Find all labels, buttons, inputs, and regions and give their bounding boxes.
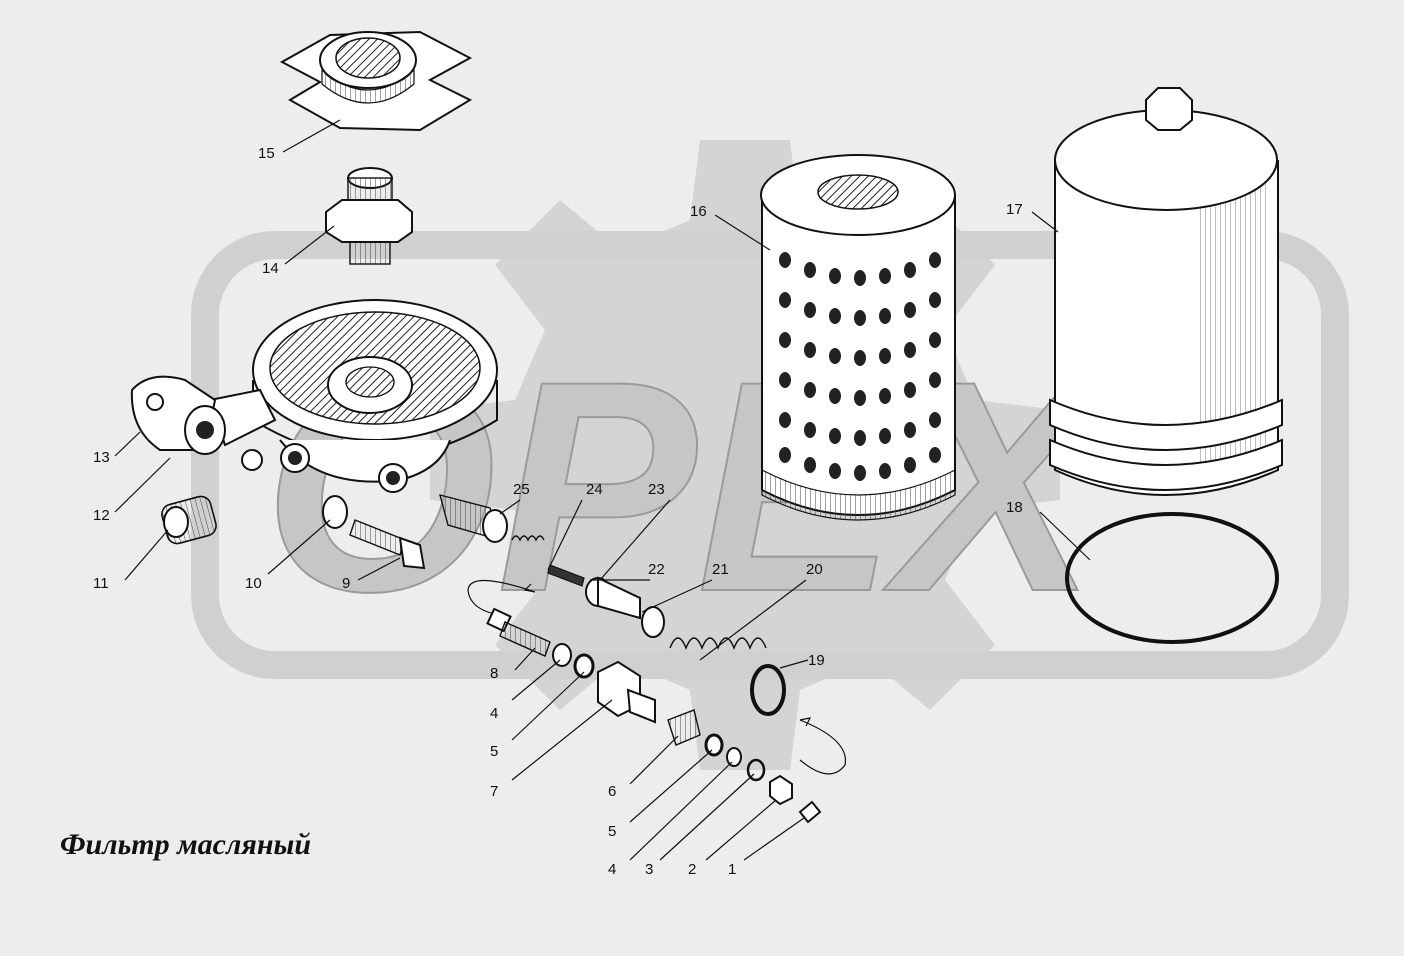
callout-19: 19 — [808, 652, 825, 669]
callout-18: 18 — [1006, 499, 1023, 516]
assembly-arrow-1 — [467, 579, 536, 616]
callout-16: 16 — [690, 203, 707, 220]
part-3-lock-washer — [746, 758, 766, 782]
part-16-filter-element — [760, 154, 956, 521]
part-5b-washer — [704, 733, 724, 757]
part-9-bolt — [349, 519, 426, 570]
callout-7: 7 — [490, 783, 498, 800]
callout-24: 24 — [586, 481, 603, 498]
part-5-washer — [573, 653, 595, 679]
callout-4a: 4 — [490, 705, 498, 722]
callout-15: 15 — [258, 145, 275, 162]
callout-1: 1 — [728, 861, 736, 878]
callout-20: 20 — [806, 561, 823, 578]
part-4b-washer — [726, 747, 742, 767]
callout-17: 17 — [1006, 201, 1023, 218]
callout-14: 14 — [262, 260, 279, 277]
part-22-valve — [585, 576, 641, 620]
part-10-washer — [322, 495, 348, 529]
assembly-arrow-2 — [799, 719, 847, 775]
part-17-filter-cap — [1049, 87, 1283, 496]
diagram-title: Фильтр масляный — [60, 828, 312, 861]
callout-11: 11 — [93, 575, 109, 592]
part-14-union-fitting — [325, 167, 413, 265]
callout-8: 8 — [490, 665, 498, 682]
callout-23: 23 — [648, 481, 665, 498]
filter-housing-base — [130, 299, 498, 493]
callout-25: 25 — [513, 481, 530, 498]
callout-6: 6 — [608, 783, 616, 800]
arrow-head-2 — [799, 717, 812, 727]
part-2-nut — [769, 774, 793, 806]
part-18-o-ring — [1065, 512, 1279, 644]
callout-3: 3 — [645, 861, 653, 878]
part-20-spring — [669, 637, 767, 650]
part-19-ring — [750, 664, 786, 716]
callout-21: 21 — [712, 561, 729, 578]
callout-10: 10 — [245, 575, 262, 592]
part-6-bushing — [667, 709, 701, 746]
callout-4b: 4 — [608, 861, 616, 878]
arrow-head-1 — [523, 583, 536, 593]
callout-2: 2 — [688, 861, 696, 878]
part-4-washer — [552, 643, 572, 667]
part-8-bolt — [486, 607, 551, 657]
callout-5a: 5 — [490, 743, 498, 760]
part-15-flange-nut — [279, 30, 473, 132]
callout-22: 22 — [648, 561, 665, 578]
part-21-washer — [641, 606, 665, 638]
part-1-screw — [798, 800, 822, 824]
part-11-plug — [161, 495, 217, 545]
part-25-sleeve — [439, 494, 508, 543]
part-24-spring — [511, 535, 545, 542]
callout-12: 12 — [93, 507, 110, 524]
callout-9: 9 — [342, 575, 350, 592]
callout-13: 13 — [93, 449, 110, 466]
part-23-valve-pin — [547, 564, 585, 587]
callout-5b: 5 — [608, 823, 616, 840]
leader-lines — [114, 119, 1091, 861]
